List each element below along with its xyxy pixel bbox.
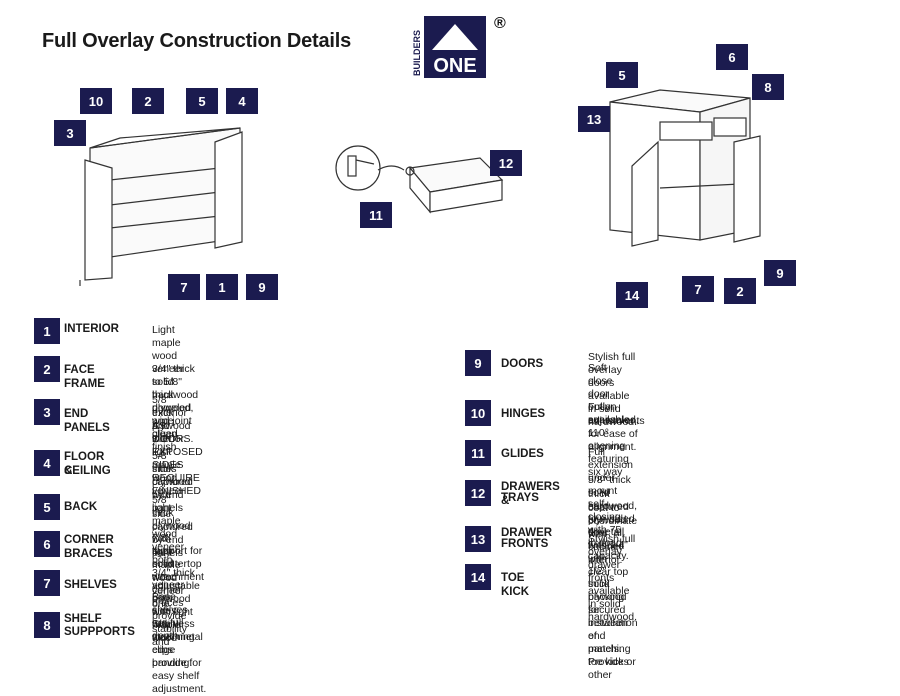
item-label: END PANELS xyxy=(64,408,110,434)
item-label: SHELVES xyxy=(64,579,117,591)
item-desc-line: 5/8" thick plywood with light maple wood… xyxy=(152,450,191,566)
callout-wall-9: 9 xyxy=(246,274,278,300)
item-number: 7 xyxy=(34,570,60,596)
item-desc-line: side captured by end panels xyxy=(152,508,193,559)
callout-wall-1: 1 xyxy=(206,274,238,300)
item-desc-line: Soft close door option available. xyxy=(588,362,633,426)
callout-wall-10: 10 xyxy=(80,88,112,114)
item-desc-line: Stylish full overlay doors available in … xyxy=(588,351,638,428)
item-label: SUPPPORTS xyxy=(64,626,135,638)
item-label: DOORS xyxy=(501,358,544,370)
item-label: FLOOR & xyxy=(64,451,105,477)
base-cabinet-diagram xyxy=(609,89,761,247)
item-label: TOE KICK xyxy=(501,572,530,598)
item-desc-line: AS DOORS. xyxy=(152,420,194,445)
item-desc-line: coat to coordinate with cabinet interior… xyxy=(588,502,638,566)
item-number: 6 xyxy=(34,531,60,557)
item-desc-line: Light maple wood veneer to 5/8" thick pl… xyxy=(152,324,194,453)
item-desc-line: 3/4" thick solid hardwood doweled and jo… xyxy=(152,363,199,440)
callout-wall-5: 5 xyxy=(186,88,218,114)
item-number: 1 xyxy=(34,318,60,344)
item-number: 14 xyxy=(465,564,491,590)
item-number: 12 xyxy=(465,480,491,506)
item-desc-line: 1/2" thick plywood secured between end p… xyxy=(588,565,629,668)
item-number: 8 xyxy=(34,612,60,638)
callout-base-6: 6 xyxy=(716,44,748,70)
item-label: SHELF xyxy=(64,613,102,625)
wall-cabinet-diagram xyxy=(79,127,243,286)
item-desc-line: exterior and interior. EXPOSED SIDES REQ… xyxy=(152,407,203,497)
item-label: CEILING xyxy=(64,465,111,477)
item-label: INTERIOR xyxy=(64,323,119,335)
item-desc-line: sides captured by end panels xyxy=(152,463,193,514)
drawer-diagram xyxy=(335,145,504,214)
item-label: DRAWER xyxy=(501,527,553,539)
item-desc-line: Stylish full overlay drawer fronts avail… xyxy=(588,533,638,623)
item-desc-line: Fully concealed, 110° opening featuring … xyxy=(588,401,639,478)
item-desc-line: solid backing for installation of matchi… xyxy=(588,578,638,681)
callout-base-13: 13 xyxy=(578,106,610,132)
callout-base-9: 9 xyxy=(764,260,796,286)
item-desc-line: support for countertop attachment xyxy=(152,545,204,583)
callout-base-2: 2 xyxy=(724,278,756,304)
callout-drawer-11: 11 xyxy=(360,202,392,228)
item-label: FACE FRAME xyxy=(64,364,105,390)
page-title: Full Overlay Construction Details xyxy=(42,30,352,52)
registered-mark: ® xyxy=(494,15,506,32)
logo-vertical-word: BUILDERS xyxy=(412,30,422,76)
callout-wall-4: 4 xyxy=(226,88,258,114)
item-desc-line: 5/8" thick plywood with light maple wood… xyxy=(152,494,191,610)
item-desc-line: 5/8" thick solid hardwood, four-sided do… xyxy=(588,474,638,551)
item-number: 11 xyxy=(465,440,491,466)
callout-base-14: 14 xyxy=(616,282,648,308)
item-number: 10 xyxy=(465,400,491,426)
item-number: 2 xyxy=(34,356,60,382)
item-label: FRONTS xyxy=(501,538,549,550)
item-desc-line: adjustments for ease of alignment. xyxy=(588,415,645,453)
item-desc-line: Base shelves are full depth xyxy=(152,591,188,642)
callout-base-7: 7 xyxy=(682,276,714,302)
item-label: GLIDES xyxy=(501,448,544,460)
item-label: BRACES xyxy=(64,548,113,560)
item-desc-line: Full extension under-mount self-closing … xyxy=(588,446,633,562)
item-number: 9 xyxy=(465,350,491,376)
logo-word: ONE xyxy=(433,55,476,77)
callout-base-8: 8 xyxy=(752,74,784,100)
item-number: 13 xyxy=(465,526,491,552)
item-number: 4 xyxy=(34,450,60,476)
item-label: CORNER xyxy=(64,534,114,546)
callout-wall-3: 3 xyxy=(54,120,86,146)
item-label: BACK xyxy=(64,501,98,513)
item-desc-line: 7/8" thick solid wood corner braces prov… xyxy=(152,532,188,648)
callout-drawer-12: 12 xyxy=(490,150,522,176)
item-desc-line: Stainless steel metal clips provide for … xyxy=(152,618,207,695)
item-number: 3 xyxy=(34,399,60,425)
item-label: DRAWERS & xyxy=(501,481,560,507)
callout-wall-7: 7 xyxy=(168,274,200,300)
item-number: 5 xyxy=(34,494,60,520)
callout-base-5: 5 xyxy=(606,62,638,88)
callout-wall-2: 2 xyxy=(132,88,164,114)
item-desc-line: veneer both sides with matching edge ban… xyxy=(152,579,195,669)
builders-one-logo: ONE BUILDERS ® xyxy=(412,15,506,78)
item-desc-line: 3/4" thick adjustable plywood with light… xyxy=(152,567,200,644)
item-desc-line: thick captured plywood floor, all finish… xyxy=(588,488,629,578)
item-label: TRAYS xyxy=(501,492,539,504)
item-label: HINGES xyxy=(501,408,546,420)
item-desc-line: 5/8" thick plywood with light maple wood… xyxy=(152,394,191,497)
